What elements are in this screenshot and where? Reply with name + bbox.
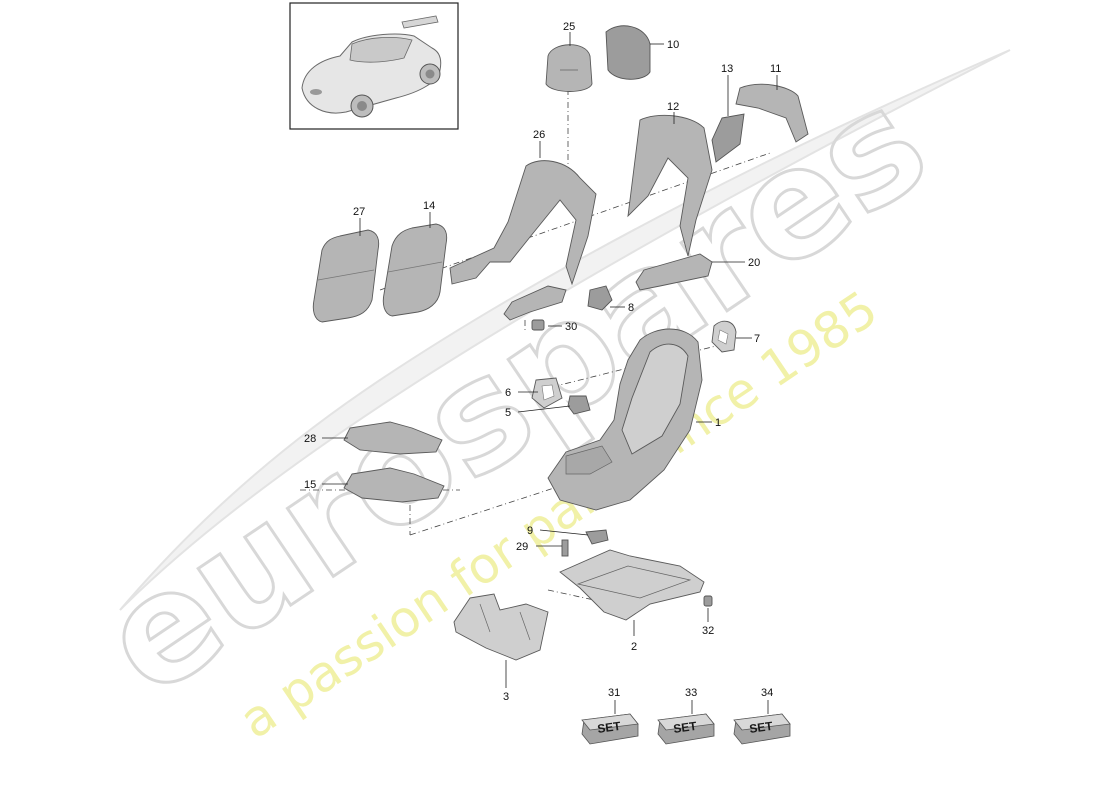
callout-14[interactable]: 14 bbox=[423, 200, 435, 212]
part-13-trim-panel[interactable] bbox=[711, 113, 745, 163]
set-label-34: SET bbox=[748, 719, 774, 736]
callout-3[interactable]: 3 bbox=[503, 691, 509, 703]
part-20-side-bolster[interactable] bbox=[635, 253, 713, 291]
set-label-31: SET bbox=[596, 719, 622, 736]
part-27-backrest-panel[interactable] bbox=[312, 229, 380, 323]
part-30-plug[interactable] bbox=[531, 319, 545, 331]
set-box-34[interactable]: SET bbox=[733, 713, 791, 745]
callout-33[interactable]: 33 bbox=[685, 687, 697, 699]
callout-9[interactable]: 9 bbox=[527, 525, 533, 537]
callout-30[interactable]: 30 bbox=[565, 321, 577, 333]
leader-lines bbox=[322, 32, 778, 714]
set-label-33: SET bbox=[672, 719, 698, 736]
callout-34[interactable]: 34 bbox=[761, 687, 773, 699]
callout-labels: 25 10 13 11 12 26 27 14 20 8 30 7 6 5 1 … bbox=[304, 21, 781, 703]
set-box-33[interactable]: SET bbox=[657, 713, 715, 745]
callout-31[interactable]: 31 bbox=[608, 687, 620, 699]
callout-27[interactable]: 27 bbox=[353, 206, 365, 218]
part-5-cover[interactable] bbox=[567, 395, 591, 415]
part-7-belt-guide[interactable] bbox=[711, 320, 737, 353]
part-12-backrest-cover[interactable] bbox=[627, 114, 713, 257]
callout-11[interactable]: 11 bbox=[770, 63, 781, 75]
callout-2[interactable]: 2 bbox=[631, 641, 637, 653]
car-icon bbox=[301, 15, 442, 118]
part-2-seat-frame[interactable] bbox=[559, 549, 705, 621]
part-15-seat-cushion[interactable] bbox=[343, 467, 445, 503]
part-28-seat-cushion[interactable] bbox=[343, 421, 443, 455]
vehicle-thumbnail bbox=[289, 2, 459, 130]
callout-1[interactable]: 1 bbox=[715, 417, 721, 429]
callout-10[interactable]: 10 bbox=[667, 39, 679, 51]
part-25-headrest[interactable] bbox=[545, 44, 593, 92]
callout-6[interactable]: 6 bbox=[505, 387, 511, 399]
callout-13[interactable]: 13 bbox=[721, 63, 733, 75]
callout-28[interactable]: 28 bbox=[304, 433, 316, 445]
callout-15[interactable]: 15 bbox=[304, 479, 316, 491]
callout-5[interactable]: 5 bbox=[505, 407, 511, 419]
part-3-seat-console[interactable] bbox=[453, 593, 549, 661]
callout-29[interactable]: 29 bbox=[516, 541, 528, 553]
part-14-backrest-panel[interactable] bbox=[382, 223, 448, 317]
callout-25[interactable]: 25 bbox=[563, 21, 575, 33]
part-10-headrest-cover[interactable] bbox=[605, 25, 651, 80]
callout-8[interactable]: 8 bbox=[628, 302, 634, 314]
part-6-belt-guide[interactable] bbox=[531, 377, 563, 409]
callout-12[interactable]: 12 bbox=[667, 101, 679, 113]
callout-7[interactable]: 7 bbox=[754, 333, 760, 345]
callout-20[interactable]: 20 bbox=[748, 257, 760, 269]
part-11-side-trim[interactable] bbox=[735, 83, 809, 143]
part-lower-bolster[interactable] bbox=[503, 285, 567, 321]
part-9-bracket[interactable] bbox=[585, 529, 609, 545]
watermark-swoosh bbox=[119, 49, 1011, 611]
part-8-clip[interactable] bbox=[587, 285, 613, 311]
part-29-bolt[interactable] bbox=[561, 539, 569, 557]
part-32-nut[interactable] bbox=[703, 595, 713, 607]
callout-26[interactable]: 26 bbox=[533, 129, 545, 141]
part-1-seat-shell[interactable] bbox=[547, 328, 703, 511]
callout-32[interactable]: 32 bbox=[702, 625, 714, 637]
part-26-backrest-cover[interactable] bbox=[449, 160, 597, 286]
set-box-31[interactable]: SET bbox=[581, 713, 639, 745]
